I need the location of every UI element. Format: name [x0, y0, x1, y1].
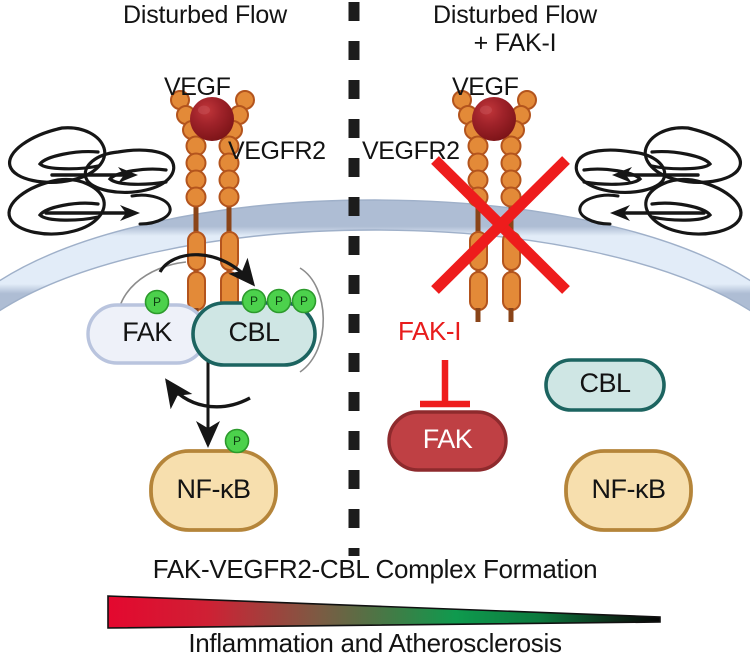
panel-title-right-line2: + FAK-I [473, 29, 557, 57]
blocked-x-icon [431, 156, 570, 294]
phospho-badge [144, 289, 170, 315]
node-label-cbl-right: CBL [579, 368, 631, 398]
node-label-fak-right: FAK [422, 424, 473, 454]
phospho-badge [224, 428, 250, 454]
phospho-badge-letter: P [299, 294, 308, 308]
panel-title-right-line1: Disturbed Flow [433, 1, 597, 29]
phospho-badges-left [144, 288, 317, 454]
ligand-label-left: VEGF [164, 73, 231, 101]
node-nfkb-right[interactable] [564, 449, 693, 532]
receptor-vegfr2-left [170, 90, 255, 322]
severity-gradient-bar [107, 595, 661, 629]
node-label-nfkb-left: NF-κB [176, 474, 252, 504]
node-cbl-right[interactable] [544, 358, 666, 412]
footer-headline: FAK-VEGFR2-CBL Complex Formation [152, 554, 598, 584]
node-label-fak-left: FAK [122, 317, 172, 347]
receptor-label-left: VEGFR2 [228, 137, 326, 165]
node-label-nfkb-right: NF-κB [591, 474, 667, 504]
disturbed-flow-arrows-right [574, 126, 743, 236]
phospho-badge-letter: P [274, 294, 283, 308]
node-fak-right[interactable] [387, 410, 508, 472]
ligand-label-right: VEGF [452, 73, 519, 101]
footer-sublabel: Inflammation and Atherosclerosis [188, 628, 562, 658]
receptor-label-right: VEGFR2 [362, 137, 460, 165]
phospho-badge-letter: P [232, 434, 241, 448]
node-label-cbl-left: CBL [228, 317, 280, 347]
inhibition-symbol [420, 360, 470, 408]
panel-title-left: Disturbed Flow [123, 1, 287, 29]
disturbed-flow-arrows-left [7, 126, 176, 236]
node-nfkb-left[interactable] [149, 449, 278, 532]
phospho-badge-letter: P [152, 295, 161, 309]
phospho-badge [291, 288, 317, 314]
phospho-badge [241, 288, 267, 314]
phospho-badge [266, 288, 292, 314]
inhibitor-label: FAK-I [398, 316, 462, 346]
cell-membrane [0, 199, 750, 312]
phospho-badge-letter: P [249, 294, 258, 308]
